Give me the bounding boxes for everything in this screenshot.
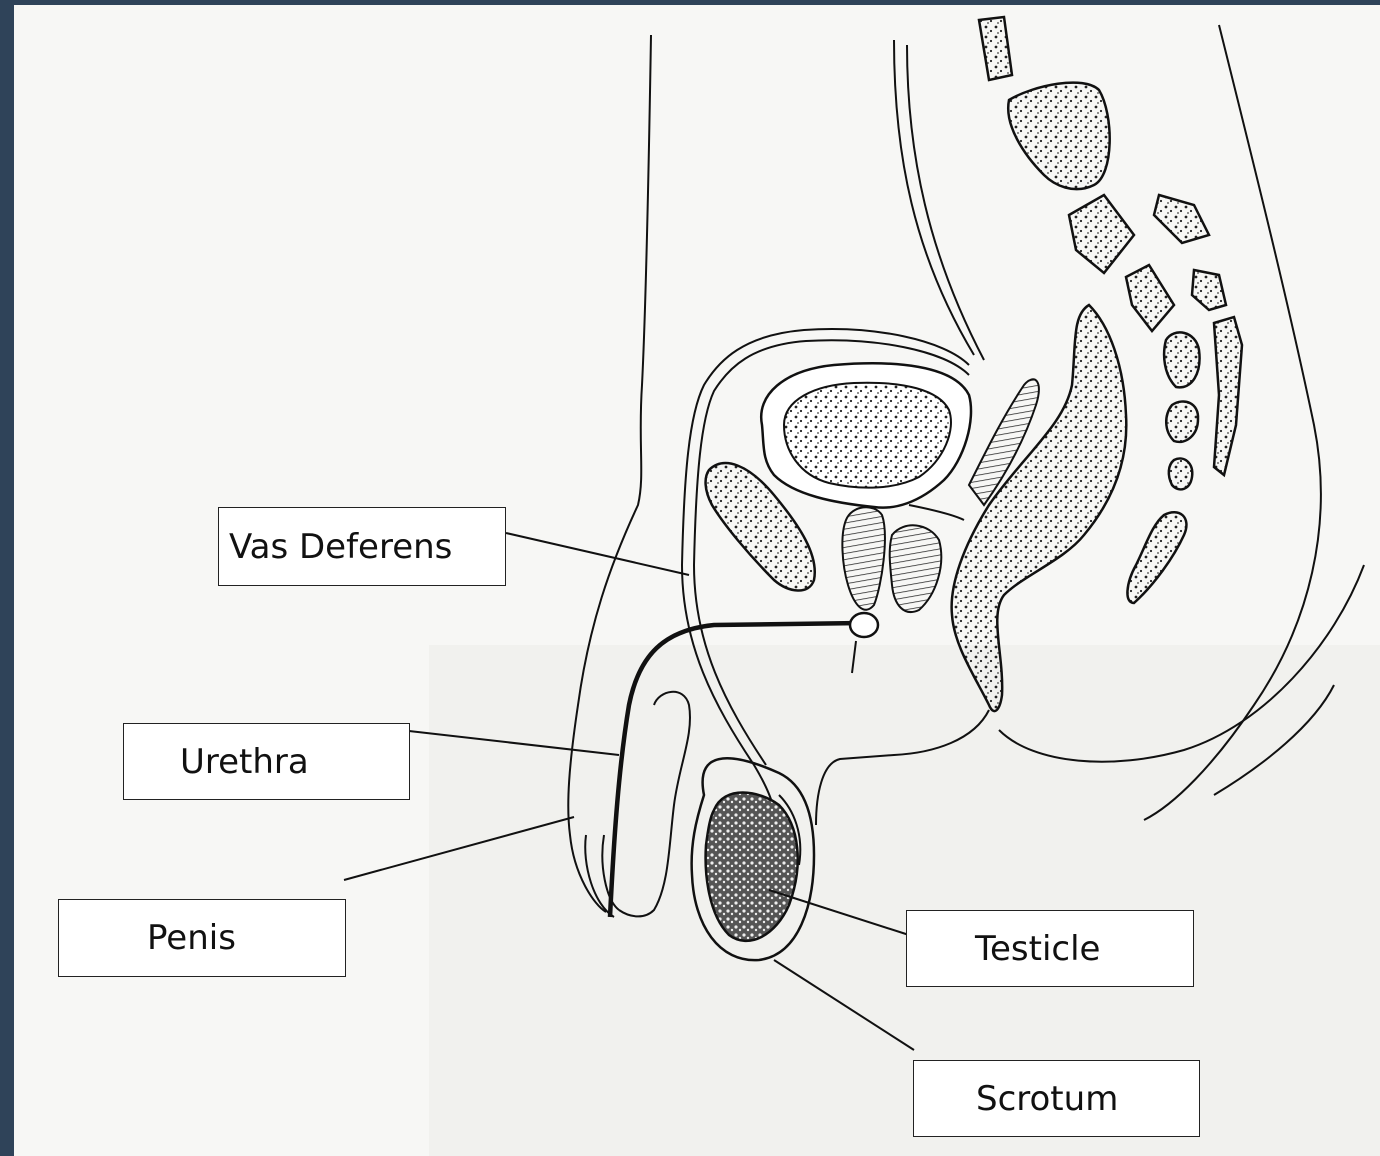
urethra-label-text: Urethra: [180, 742, 309, 782]
testicle-body: [706, 793, 798, 941]
penis-label-text: Penis: [147, 918, 236, 958]
penis-leader: [344, 817, 574, 880]
penis-label: Penis: [58, 899, 346, 977]
urethra-leader: [409, 731, 619, 755]
body-front-outline: [568, 35, 651, 912]
urethral-bulb: [850, 613, 878, 637]
diagram-canvas: Vas Deferens Urethra Penis Testicle Scro…: [14, 5, 1380, 1156]
perineum-outline: [816, 710, 989, 825]
scrotum-label-text: Scrotum: [976, 1079, 1118, 1119]
vas-deferens-label-text: Vas Deferens: [229, 527, 452, 567]
buttock-outline: [999, 565, 1364, 762]
testicle-label: Testicle: [906, 910, 1194, 987]
bladder-lumen: [784, 383, 951, 488]
scrotum-leader: [774, 960, 914, 1050]
urethra-label: Urethra: [123, 723, 410, 800]
scrotum-label: Scrotum: [913, 1060, 1200, 1137]
ureter: [894, 40, 984, 360]
prostate-right: [890, 525, 942, 612]
prostate-left: [842, 507, 884, 610]
thigh-line: [1214, 685, 1334, 795]
rectum: [952, 305, 1127, 711]
penis-shaft: [619, 692, 690, 917]
ejaculatory-duct: [909, 505, 964, 520]
vas-deferens-label: Vas Deferens: [218, 507, 506, 586]
testicle-label-text: Testicle: [975, 929, 1100, 969]
testicle-leader: [769, 890, 909, 935]
vas-deferens-leader: [506, 533, 689, 575]
